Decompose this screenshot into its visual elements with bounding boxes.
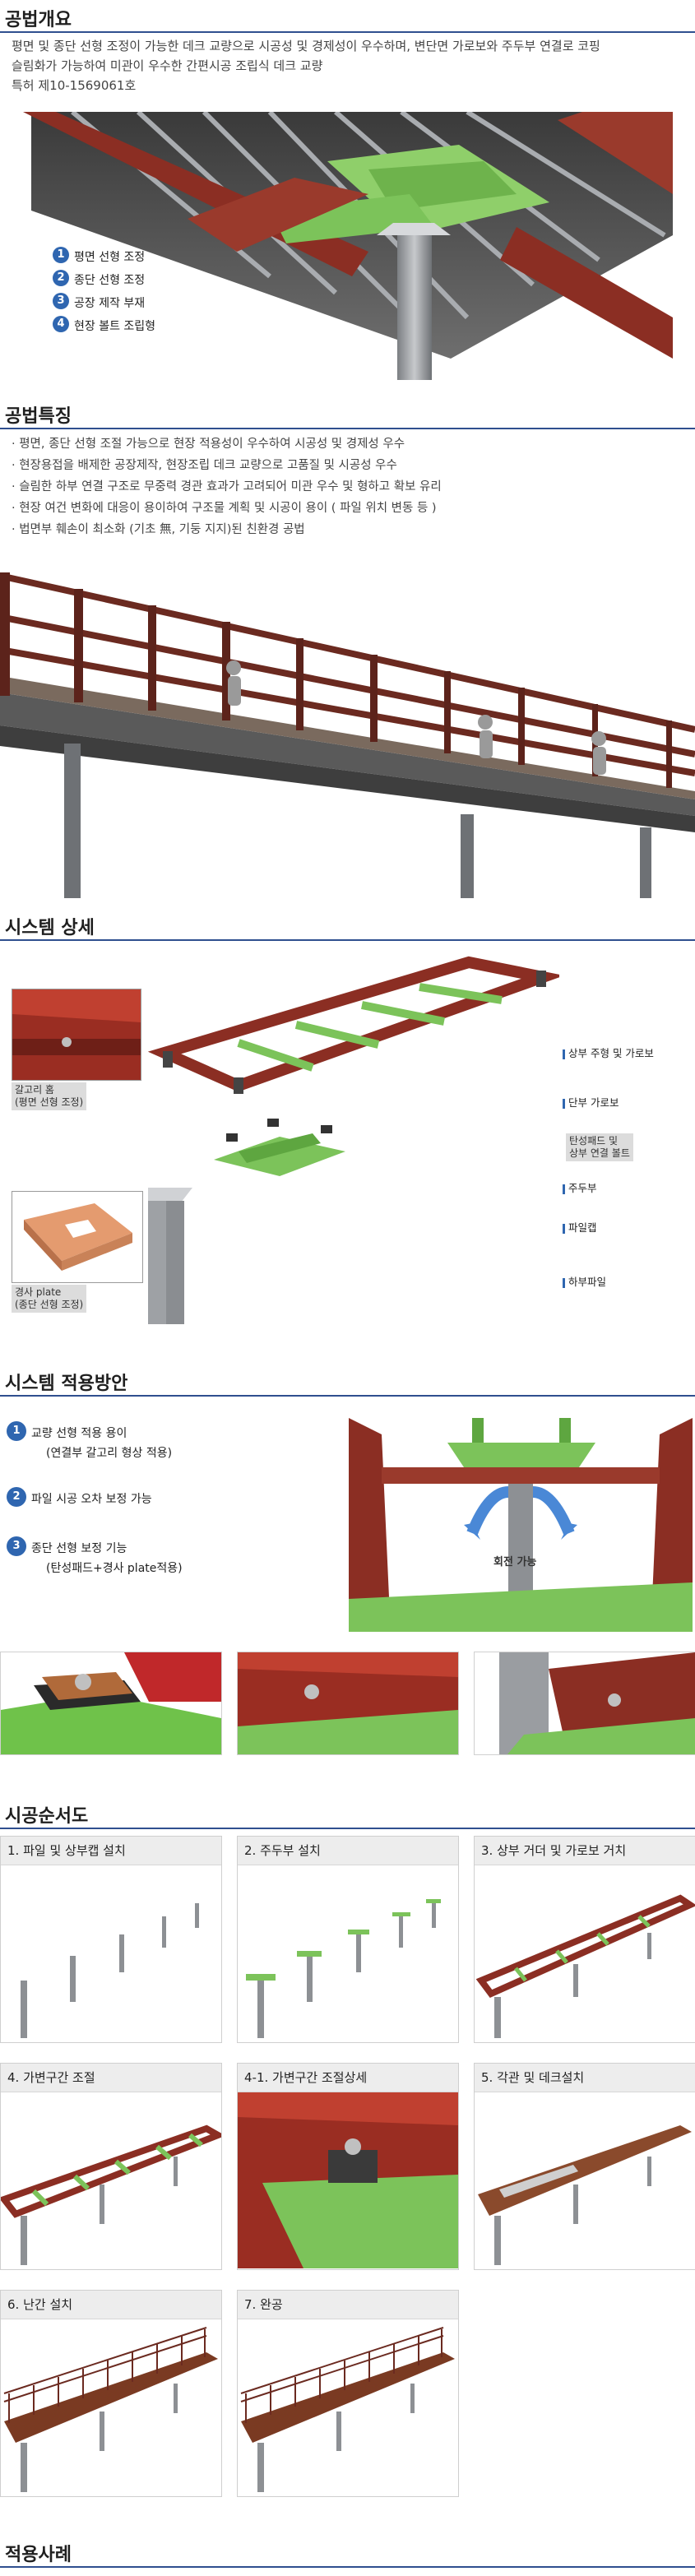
application-detail-3	[474, 1652, 695, 1755]
feature-item-1: · 평면, 종단 선형 조절 가능으로 현장 적용성이 우수하여 시공성 및 경…	[12, 438, 405, 451]
feature-item-2: · 현장용접을 배제한 공장제작, 현장조립 데크 교량으로 고품질 및 시공성…	[12, 459, 397, 472]
application-rule	[0, 1395, 695, 1397]
step-2-label: 2. 주두부 설치	[238, 1837, 458, 1865]
application-detail-2	[237, 1652, 459, 1755]
application-item-1-line1: 교량 선형 적용 용이	[31, 1427, 127, 1440]
step-card-4-1: 4-1. 가변구간 조절상세	[237, 2063, 459, 2270]
step-card-3: 3. 상부 거더 및 가로보 거치	[474, 1836, 695, 2043]
plate-label-2: (종단 선형 조정)	[15, 1299, 84, 1310]
step-card-2: 2. 주두부 설치	[237, 1836, 459, 2043]
cases-rule	[0, 2566, 695, 2568]
overview-title: 공법개요	[5, 10, 72, 30]
step-5-label: 5. 각관 및 데크설치	[475, 2064, 695, 2092]
overview-badge-4: 4	[53, 316, 69, 332]
step-4-label: 4. 가변구간 조절	[1, 2064, 221, 2092]
plate-label-1: 경사 plate	[15, 1286, 62, 1298]
overview-badge-3: 3	[53, 293, 69, 309]
rotation-render: 회전 가능	[349, 1402, 693, 1632]
step-card-4: 4. 가변구간 조절	[0, 2063, 222, 2270]
callout-lower-pile: 하부파일	[563, 1273, 606, 1289]
feature-item-5: · 법면부 훼손이 최소화 (기초 無, 기둥 지지)된 친환경 공법	[12, 523, 305, 536]
overview-badge-2: 2	[53, 270, 69, 286]
overview-desc-2: 슬림화가 가능하여 미관이 우수한 간편시공 조립식 데크 교량	[12, 58, 323, 73]
callout-pad-bolt-2: 상부 연결 볼트	[569, 1147, 630, 1159]
overview-patent: 특허 제10-1569061호	[12, 78, 137, 93]
callout-end-beam: 단부 가로보	[563, 1094, 619, 1110]
rotation-label: 회전 가능	[493, 1556, 537, 1568]
cases-title: 적용사례	[5, 2545, 72, 2565]
overview-badge-3-label: 공장 제작 부재	[74, 297, 146, 310]
application-item-1-line2: (연결부 갈고리 형상 적용)	[46, 1447, 173, 1460]
step-7-label: 7. 완공	[238, 2291, 458, 2319]
plate-detail-label: 경사 plate (종단 선형 조정)	[12, 1285, 87, 1313]
overview-desc-1: 평면 및 종단 선형 조정이 가능한 데크 교량으로 시공성 및 경제성이 우수…	[12, 39, 600, 53]
step-card-7: 7. 완공	[237, 2290, 459, 2497]
callout-pile-cap: 파일캡	[563, 1219, 597, 1235]
hook-detail-image	[12, 989, 141, 1081]
overview-badge-2-label: 종단 선형 조정	[74, 274, 146, 287]
step-card-1: 1. 파일 및 상부캡 설치	[0, 1836, 222, 2043]
step-1-label: 1. 파일 및 상부캡 설치	[1, 1837, 221, 1865]
overview-badge-1: 1	[53, 247, 69, 263]
system-detail-title: 시스템 상세	[5, 918, 95, 938]
overview-rule	[0, 31, 695, 33]
plate-detail-image	[12, 1191, 143, 1283]
application-detail-1	[0, 1652, 222, 1755]
hook-label-1: 갈고리 홈	[15, 1084, 54, 1096]
application-badge-1: 1	[7, 1421, 26, 1441]
callout-pier-head: 주두부	[563, 1179, 597, 1195]
overview-badge-4-label: 현장 볼트 조립형	[74, 320, 156, 333]
hook-detail-label: 갈고리 홈 (평면 선형 조정)	[12, 1082, 87, 1110]
step-6-label: 6. 난간 설치	[1, 2291, 221, 2319]
application-badge-2: 2	[7, 1487, 26, 1507]
callout-pad-bolt: 탄성패드 및 상부 연결 볼트	[566, 1133, 633, 1161]
sequence-title: 시공순서도	[5, 1806, 89, 1827]
system-detail-render	[148, 946, 559, 1332]
application-item-3-line2: (탄성패드+경사 plate적용)	[46, 1562, 183, 1575]
hook-label-2: (평면 선형 조정)	[15, 1096, 84, 1108]
feature-item-4: · 현장 여건 변화에 대응이 용이하여 구조물 계획 및 시공이 용이 ( 파…	[12, 502, 437, 515]
feature-item-3: · 슬림한 하부 연결 구조로 무중력 경관 효과가 고려되어 미관 우수 및 …	[12, 480, 442, 493]
bridge-render	[0, 553, 695, 898]
application-badge-3: 3	[7, 1536, 26, 1556]
step-card-6: 6. 난간 설치	[0, 2290, 222, 2497]
step-3-label: 3. 상부 거더 및 가로보 거치	[475, 1837, 695, 1865]
callout-pad-bolt-1: 탄성패드 및	[569, 1135, 619, 1147]
features-rule	[0, 428, 695, 429]
step-card-5: 5. 각관 및 데크설치	[474, 2063, 695, 2270]
system-detail-rule	[0, 939, 695, 941]
overview-render	[23, 112, 673, 380]
application-title: 시스템 적용방안	[5, 1374, 128, 1394]
overview-badge-1-label: 평면 선형 조정	[74, 251, 146, 264]
application-item-3-line1: 종단 선형 보정 기능	[31, 1542, 127, 1555]
step-4-1-label: 4-1. 가변구간 조절상세	[238, 2064, 458, 2092]
callout-upper-girder: 상부 주형 및 가로보	[563, 1045, 654, 1060]
sequence-rule	[0, 1828, 695, 1829]
application-item-2-line1: 파일 시공 오차 보정 가능	[31, 1493, 152, 1506]
features-title: 공법특징	[5, 406, 72, 427]
